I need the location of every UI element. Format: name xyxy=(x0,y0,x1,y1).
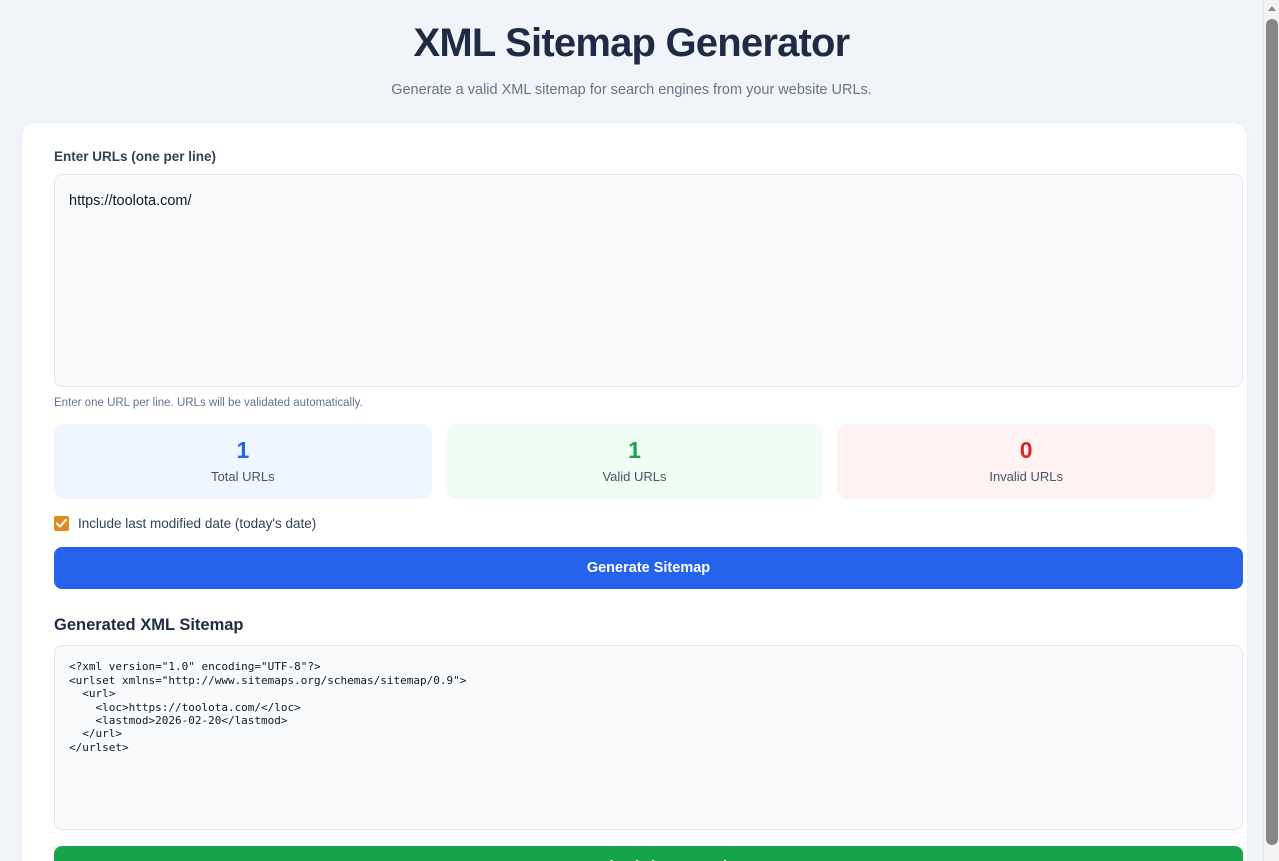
include-lastmod-label: Include last modified date (today's date… xyxy=(78,516,317,532)
page-header: XML Sitemap Generator Generate a valid X… xyxy=(0,0,1263,98)
generator-card: Enter URLs (one per line) Enter one URL … xyxy=(22,123,1247,861)
include-lastmod-row[interactable]: Include last modified date (today's date… xyxy=(54,516,1231,532)
stat-label-invalid-urls: Invalid URLs xyxy=(989,469,1064,485)
generate-sitemap-button[interactable]: Generate Sitemap xyxy=(54,547,1243,590)
scrollbar-thumb[interactable] xyxy=(1266,19,1278,845)
page-title: XML Sitemap Generator xyxy=(413,21,851,65)
urls-input[interactable] xyxy=(54,174,1243,387)
stat-card-invalid-urls: 0 Invalid URLs xyxy=(837,424,1216,500)
stat-label-total-urls: Total URLs xyxy=(211,469,275,485)
include-lastmod-checkbox[interactable] xyxy=(54,516,69,532)
stat-value-invalid-urls: 0 xyxy=(1019,437,1033,463)
urls-field-label: Enter URLs (one per line) xyxy=(54,149,217,164)
stat-label-valid-urls: Valid URLs xyxy=(602,469,667,485)
stat-value-total-urls: 1 xyxy=(236,437,250,463)
generated-xml-output[interactable]: <?xml version="1.0" encoding="UTF-8"?> <… xyxy=(54,645,1243,831)
stats-row: 1 Total URLs 1 Valid URLs 0 Invalid URLs xyxy=(54,424,1216,500)
check-icon xyxy=(56,519,67,528)
urls-helper-text: Enter one URL per line. URLs will be val… xyxy=(54,397,363,409)
download-sitemap-button[interactable]: Download sitemap.xml xyxy=(54,846,1243,861)
stat-value-valid-urls: 1 xyxy=(628,437,641,463)
stat-card-valid-urls: 1 Valid URLs xyxy=(445,424,824,500)
page-scrollbar[interactable] xyxy=(1263,0,1279,861)
scroll-up-arrow-icon[interactable] xyxy=(1264,0,1279,17)
stat-card-total-urls: 1 Total URLs xyxy=(54,424,432,500)
generated-sitemap-title: Generated XML Sitemap xyxy=(54,616,244,635)
page-subtitle: Generate a valid XML sitemap for search … xyxy=(391,82,872,98)
